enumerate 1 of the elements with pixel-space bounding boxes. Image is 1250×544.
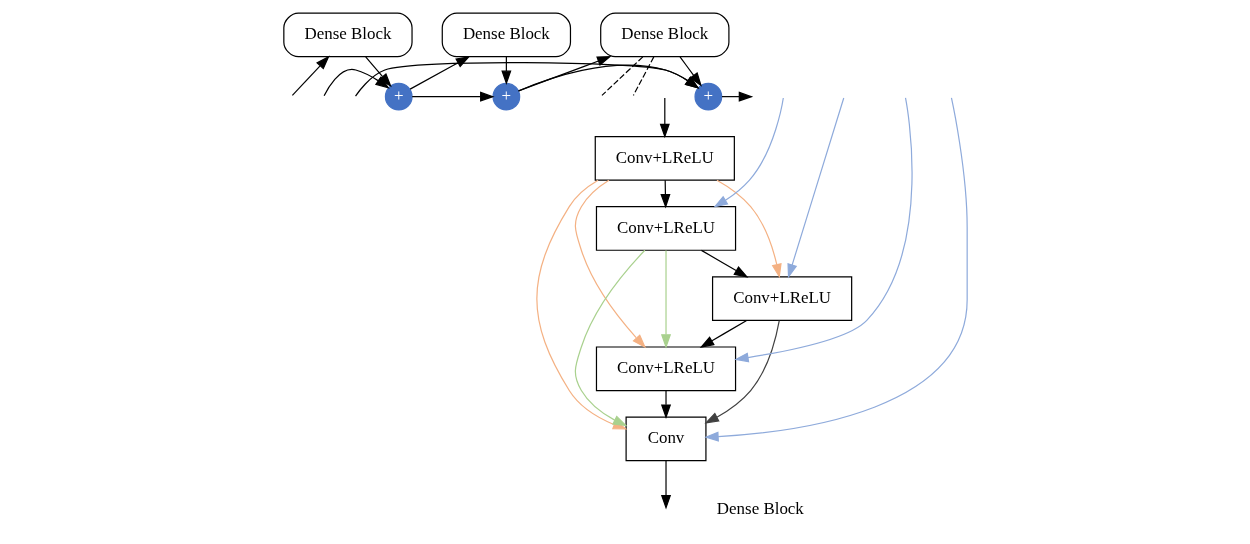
- label: Dense Block: [716, 498, 804, 518]
